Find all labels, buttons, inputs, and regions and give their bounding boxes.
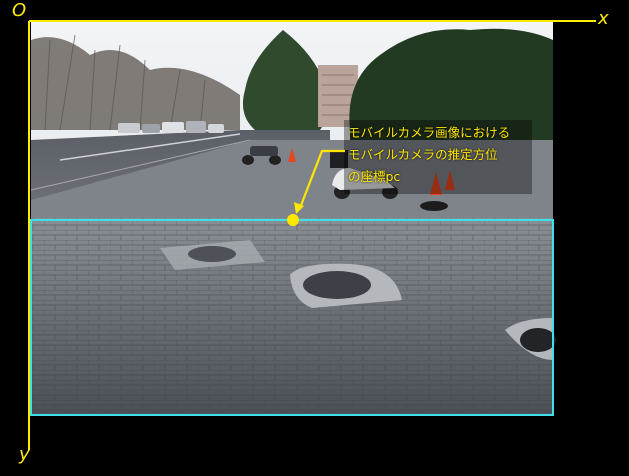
callout-line xyxy=(298,149,345,209)
coordinate-axes xyxy=(28,20,596,450)
building-windows xyxy=(322,74,354,116)
x-axis-label: x xyxy=(598,8,609,29)
pine-tree xyxy=(242,30,329,130)
origin-label: O xyxy=(12,0,27,21)
camera-photo xyxy=(30,22,556,415)
parked-cars xyxy=(118,121,224,133)
bare-trees xyxy=(31,37,240,131)
manholes xyxy=(160,240,556,360)
road-marking xyxy=(59,133,241,161)
tree-branches xyxy=(44,34,206,131)
annotation-line-3: の座標pc xyxy=(348,169,401,184)
scooters xyxy=(242,146,398,199)
point-pc xyxy=(287,214,299,226)
y-axis-label: y xyxy=(19,444,30,465)
road-edge xyxy=(30,139,251,191)
arrow-head xyxy=(294,202,304,214)
annotation-line-1: モバイルカメラ画像における xyxy=(348,125,511,140)
annotation-line-2: モバイルカメラの推定方位 xyxy=(348,147,498,162)
annotation-text: モバイルカメラ画像における モバイルカメラの推定方位 の座標pc xyxy=(348,122,510,188)
annotation-backdrop xyxy=(344,120,532,194)
traffic-cones xyxy=(288,148,455,211)
sidewalk-far xyxy=(31,140,553,218)
brick-pattern xyxy=(31,218,553,415)
